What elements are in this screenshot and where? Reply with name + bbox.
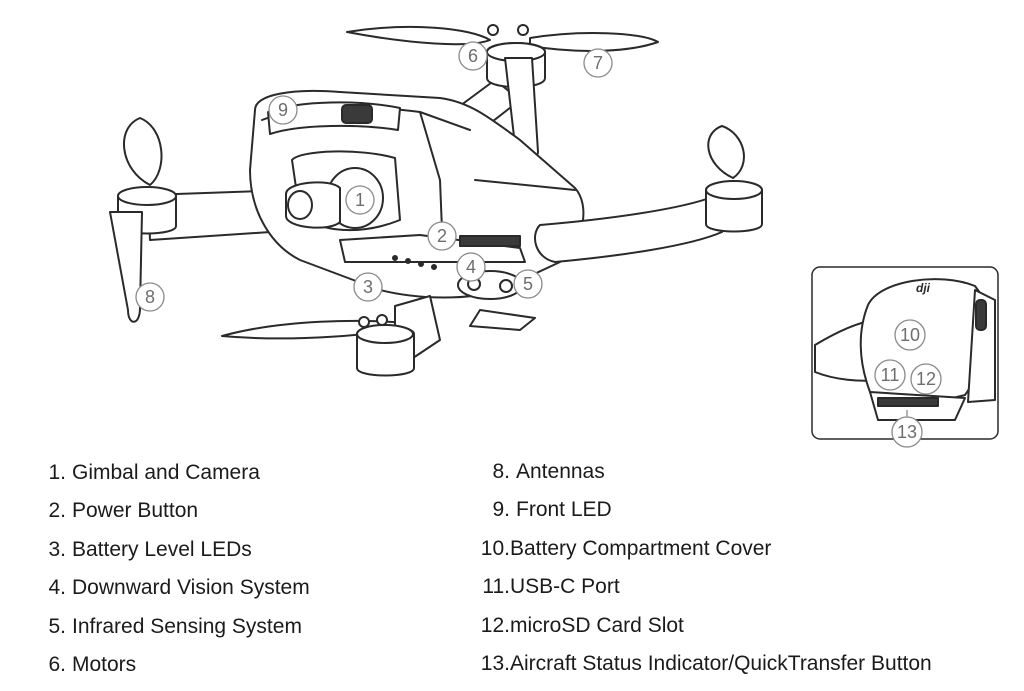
antenna-leg: [109, 211, 143, 323]
item-label: Front LED: [516, 498, 612, 522]
list-item: 8. Antennas: [474, 457, 932, 495]
callout-9: 9: [268, 95, 298, 125]
item-number: 10.: [480, 536, 510, 560]
drone-diagram: dji 1 2 3 4 5 6 7 8 9 10 11 12 13: [109, 24, 999, 448]
item-label: Downward Vision System: [72, 576, 310, 600]
svg-text:9: 9: [278, 100, 288, 120]
svg-text:6: 6: [468, 46, 478, 66]
list-item: 1. Gimbal and Camera: [40, 458, 310, 496]
item-label: Infrared Sensing System: [72, 614, 302, 638]
callout-5: 5: [513, 269, 543, 299]
list-item: 6.Motors: [40, 650, 310, 688]
svg-text:11: 11: [881, 365, 900, 385]
item-label: USB-C Port: [510, 575, 620, 599]
svg-text:5: 5: [523, 274, 533, 294]
svg-text:13: 13: [897, 422, 917, 442]
list-item: 9.Front LED: [474, 495, 932, 533]
item-number: 11.: [482, 575, 510, 599]
item-label: Antennas: [516, 460, 605, 483]
list-item: 11.USB-C Port: [474, 572, 932, 610]
item-label: Battery Compartment Cover: [510, 536, 772, 560]
item-number: 6.: [48, 652, 66, 676]
svg-text:4: 4: [466, 257, 476, 277]
list-item: 13.Aircraft Status Indicator/QuickTransf…: [474, 649, 932, 687]
callout-10: 10: [894, 319, 926, 351]
item-number: 13.: [480, 651, 510, 675]
callout-1: 1: [345, 185, 375, 215]
callout-11: 11: [874, 359, 906, 391]
callout-2: 2: [427, 221, 457, 251]
list-item: 5.Infrared Sensing System: [40, 612, 310, 650]
drone-arm: [534, 195, 723, 263]
svg-text:10: 10: [900, 325, 920, 345]
svg-text:7: 7: [593, 53, 603, 73]
callout-8: 8: [135, 282, 165, 312]
item-number: 8.: [492, 460, 510, 483]
callout-3: 3: [353, 272, 383, 302]
item-label: Aircraft Status Indicator/QuickTransfer …: [510, 651, 932, 675]
inset-logo: dji: [916, 281, 931, 295]
list-item: 3.Battery Level LEDs: [40, 535, 310, 573]
item-label: Motors: [72, 652, 137, 676]
callout-4: 4: [456, 252, 486, 282]
callout-6: 6: [458, 41, 488, 71]
callout-7: 7: [583, 48, 613, 78]
parts-list-right: 8. Antennas 9.Front LED 10.Battery Compar…: [474, 457, 932, 687]
list-item: 12.microSD Card Slot: [474, 611, 932, 649]
item-label: Gimbal and Camera: [72, 461, 260, 484]
svg-text:1: 1: [355, 190, 365, 210]
drone-illustration: [109, 24, 763, 377]
propeller-blade: [707, 125, 745, 179]
svg-text:12: 12: [916, 369, 936, 389]
callout-13: 13: [891, 416, 923, 448]
item-number: 9.: [492, 498, 510, 522]
svg-text:8: 8: [145, 287, 155, 307]
item-label: Battery Level LEDs: [72, 537, 252, 561]
inset-rear-view: dji: [811, 266, 999, 440]
item-label: Power Button: [72, 499, 199, 523]
propeller-blade: [529, 32, 659, 52]
parts-list-left: 1. Gimbal and Camera 2.Power Button 3.Bat…: [40, 458, 310, 688]
propeller-blade: [346, 25, 491, 46]
item-number: 3.: [48, 537, 66, 561]
list-item: 10.Battery Compartment Cover: [474, 534, 932, 572]
svg-text:2: 2: [437, 226, 447, 246]
list-item: 2.Power Button: [40, 496, 310, 534]
item-number: 1.: [48, 461, 66, 484]
item-number: 2.: [48, 499, 66, 523]
item-number: 12.: [480, 613, 510, 637]
item-label: microSD Card Slot: [510, 613, 684, 637]
propeller-blade: [123, 117, 163, 186]
item-number: 5.: [48, 614, 66, 638]
callout-12: 12: [910, 363, 942, 395]
list-item: 4.Downward Vision System: [40, 573, 310, 611]
item-number: 4.: [48, 576, 66, 600]
svg-text:3: 3: [363, 277, 373, 297]
